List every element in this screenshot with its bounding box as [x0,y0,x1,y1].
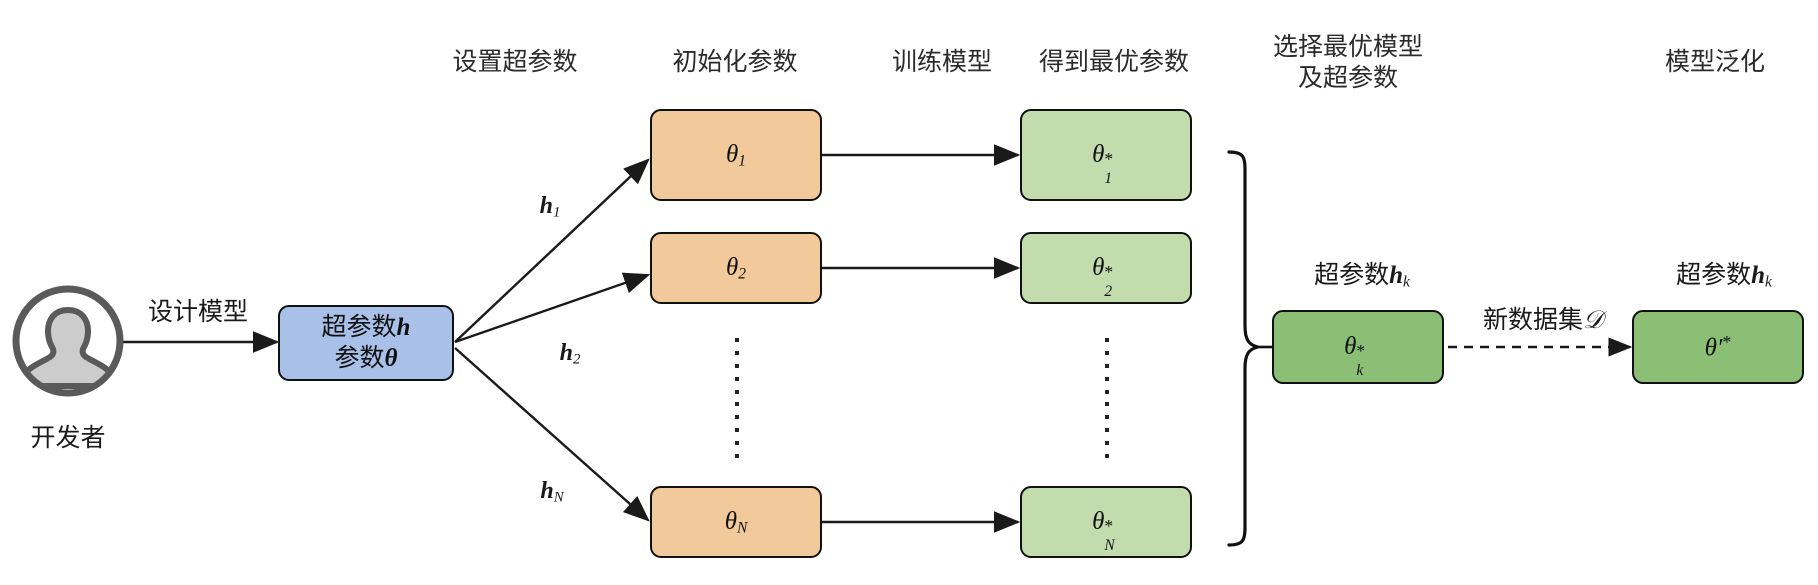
optimal-param-label-1: θ*1 [1092,141,1114,187]
ellipsis-init-column [734,338,740,458]
model-box-line-param: 参数θ [334,345,398,372]
optimal-param-box-N[interactable]: θ*N [1020,486,1192,558]
init-param-box-N[interactable]: θN [650,486,822,558]
init-param-label-2: θ2 [725,254,747,283]
new-dataset-label: 新数据集𝒟 [1483,307,1603,334]
init-param-box-2[interactable]: θ2 [650,232,822,304]
ellipsis-optimal-column [1104,338,1110,458]
optimal-param-box-2[interactable]: θ*2 [1020,232,1192,304]
arrow-branch-h2 [454,272,651,344]
optimal-param-label-N: θ*N [1092,508,1115,554]
header-set-hyperparams: 设置超参数 [452,49,578,76]
generalized-param-box[interactable]: θ′* [1632,310,1804,384]
header-train-model: 训练模型 [891,49,992,76]
selected-hyperparam-caption: 超参数hk [1314,262,1410,291]
selected-optimal-param-box[interactable]: θ*k [1272,310,1444,384]
init-param-box-1[interactable]: θ1 [650,109,822,201]
selection-brace [1227,150,1259,547]
model-box-line-hyperparam: 超参数h [321,313,411,341]
branch-label-hN: hN [540,478,564,506]
header-model-generalize: 模型泛化 [1664,49,1765,76]
actor-label: 开发者 [30,425,106,452]
header-select-best-model: 选择最优模型 及超参数 [1272,34,1423,92]
optimal-param-box-1[interactable]: θ*1 [1020,109,1192,201]
generalized-param-label: θ′* [1704,331,1732,362]
init-param-label-N: θN [724,508,748,537]
model-definition-box[interactable]: 超参数h 参数θ [278,305,454,381]
branch-label-h2: h2 [559,340,581,368]
user-avatar-icon [12,285,124,397]
header-get-best-params: 得到最优参数 [1038,49,1189,76]
branch-label-h1: h1 [539,193,561,221]
generalized-hyperparam-caption: 超参数hk [1676,262,1772,291]
design-model-label: 设计模型 [147,299,248,326]
selected-optimal-param-label: θ*k [1344,333,1366,379]
header-init-params: 初始化参数 [672,49,798,76]
arrow-branch-h1 [454,158,650,343]
optimal-param-label-2: θ*2 [1092,254,1114,300]
init-param-label-1: θ1 [725,141,747,170]
